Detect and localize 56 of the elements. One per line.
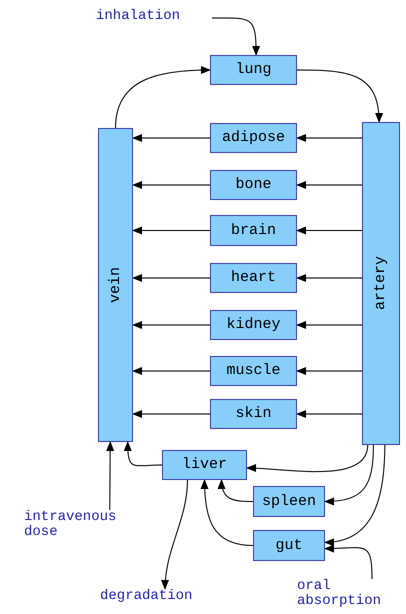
box-label: skin <box>235 406 272 422</box>
arrow <box>132 226 210 234</box>
arrow <box>324 444 386 546</box>
arrow <box>324 444 374 506</box>
box-label: kidney <box>226 317 280 333</box>
arrow <box>296 181 362 189</box>
box-label: artery <box>373 256 389 310</box>
arrow <box>132 274 210 282</box>
box-label: brain <box>230 222 276 238</box>
organ-box <box>210 356 297 386</box>
box-label: liver <box>182 457 227 473</box>
arrow <box>296 134 362 142</box>
arrow <box>296 70 383 123</box>
arrow <box>218 479 254 502</box>
arrow <box>246 444 368 472</box>
arrow <box>124 441 162 466</box>
arrow <box>161 480 188 590</box>
arrow <box>132 134 210 142</box>
arrow <box>296 367 362 375</box>
box-label: muscle <box>226 363 280 379</box>
organ-box <box>210 215 297 246</box>
organ-box <box>253 486 325 517</box>
organ-box <box>210 170 297 200</box>
arrow <box>132 181 210 189</box>
arrow <box>106 441 114 510</box>
box-label: heart <box>230 270 276 286</box>
box-label: lung <box>235 62 272 78</box>
box-label: adipose <box>222 130 285 146</box>
annotation-text: intravenous dose <box>24 510 152 542</box>
organ-box <box>253 530 325 561</box>
arrow <box>296 321 362 329</box>
organ-box <box>210 263 297 293</box>
arrow <box>132 321 210 329</box>
arrow <box>324 544 372 580</box>
organ-box <box>210 123 297 153</box>
box-label: gut <box>275 538 302 554</box>
arrow <box>132 367 210 375</box>
organ-box <box>162 450 247 480</box>
arrow <box>115 66 211 128</box>
annotation-text: oral absorption <box>297 579 397 613</box>
arrow <box>296 226 362 234</box>
vessel-box <box>98 128 133 442</box>
arrow <box>132 410 210 418</box>
arrow <box>212 17 260 56</box>
organ-box <box>210 55 297 85</box>
organ-box <box>210 399 297 429</box>
arrow <box>296 410 362 418</box>
annotation-text: inhalation <box>96 9 212 27</box>
arrow <box>296 274 362 282</box>
box-label: spleen <box>262 494 316 510</box>
vessel-box <box>362 122 400 445</box>
box-label: vein <box>108 266 124 303</box>
arrow <box>200 479 254 546</box>
annotation-text: degradation <box>100 589 230 609</box>
box-label: bone <box>235 177 272 193</box>
organ-box <box>210 310 297 340</box>
